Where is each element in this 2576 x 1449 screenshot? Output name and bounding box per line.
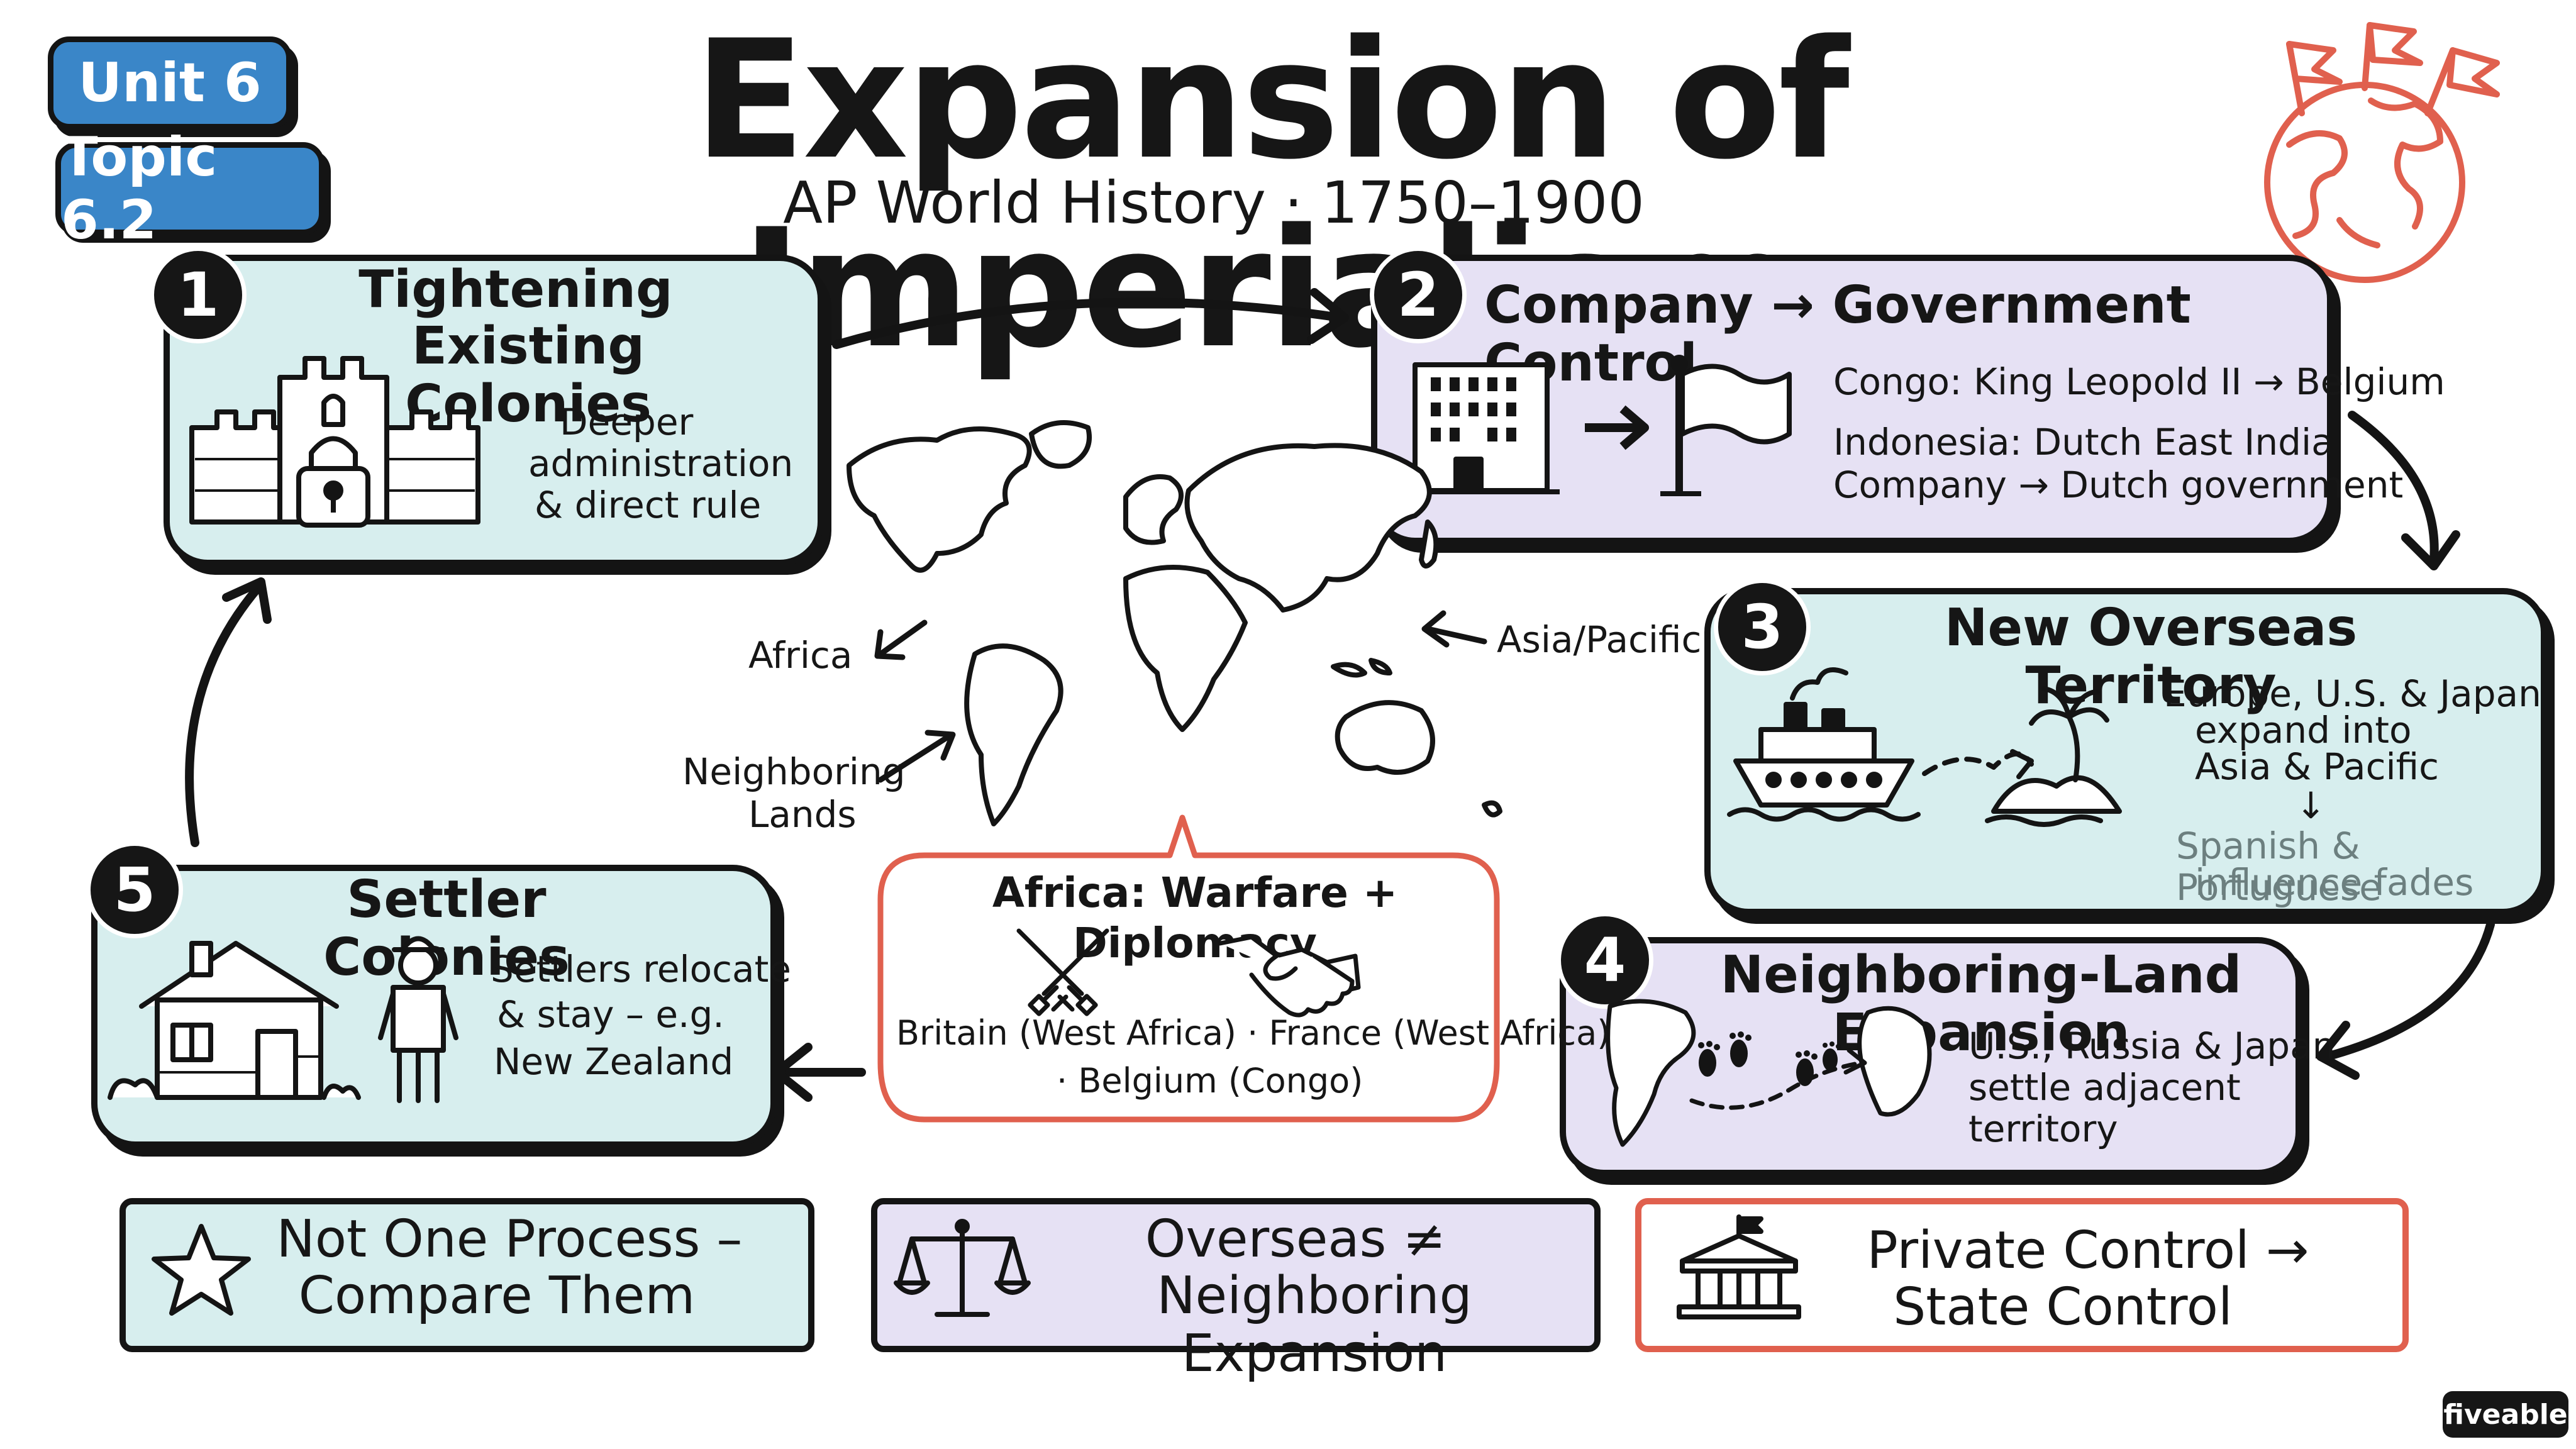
world-map	[847, 420, 1502, 826]
globe-flags-icon	[2264, 22, 2500, 283]
bottom-box-private-state	[1635, 1198, 2409, 1352]
bottom-box-compare-line2: Compare Them	[298, 1266, 696, 1326]
africa-box-line2: · Belgium (Congo)	[1057, 1061, 1363, 1101]
card-5-line1: Settlers relocate	[491, 948, 791, 991]
africa-speech-bubble	[877, 814, 1500, 1123]
unit-badge: Unit 6	[48, 36, 292, 130]
map-label-neighboring-line2: Lands	[748, 793, 857, 836]
star-icon	[152, 1224, 251, 1316]
map-label-asia-pacific: Asia/Pacific	[1497, 618, 1702, 661]
balance-scale-icon	[894, 1219, 1031, 1317]
card-4-line2: settle adjacent	[1968, 1066, 2241, 1109]
bottom-box-overseas-line2: Neighboring Expansion	[1157, 1266, 1472, 1384]
map-label-africa: Africa	[748, 634, 853, 677]
building-to-flag-icon	[1402, 355, 1792, 496]
house-settler-icon	[108, 936, 458, 1103]
card-5-line2: & stay – e.g.	[497, 993, 724, 1036]
card-5-line3: New Zealand	[494, 1040, 734, 1083]
crossed-swords-icon	[1016, 928, 1109, 1016]
page-subtitle: AP World History · 1750–1900	[783, 169, 1645, 236]
arrow-5-to-1	[185, 584, 262, 847]
card-1-text-line1: Deeper	[560, 401, 694, 443]
bottom-box-overseas	[871, 1198, 1601, 1352]
card-5-title: Settler Colonies	[323, 870, 570, 987]
arrow-1-to-2	[832, 297, 1344, 349]
arrow-2-to-3	[2348, 411, 2439, 564]
map-label-neighboring-line1: Neighboring	[682, 750, 906, 793]
card-3-faded-line1: Spanish & Portuguese	[2176, 824, 2382, 909]
card-1-text-line3: & direct rule	[535, 484, 762, 526]
bottom-box-private-line2: State Control	[1893, 1277, 2233, 1337]
card-2-line2: Indonesia: Dutch East India	[1833, 421, 2334, 464]
step-badge-2: 2	[1370, 247, 1467, 343]
topic-badge: Topic 6.2	[55, 126, 325, 252]
topic-label: Topic 6.2	[61, 126, 218, 252]
card-3-faded-line2: influence fades	[2195, 861, 2474, 904]
unit-label: Unit 6	[78, 52, 262, 114]
bottom-box-compare-line1: Not One Process –	[276, 1209, 743, 1269]
africa-box-title: Africa: Warfare + Diplomacy	[992, 869, 1398, 967]
handshake-icon	[1218, 935, 1361, 1018]
bottom-box-compare	[119, 1198, 814, 1352]
card-1-title-line1: Tightening	[358, 260, 673, 319]
card-4-line3: territory	[1968, 1108, 2118, 1150]
card-2-line1: Congo: King Leopold II → Belgium	[1833, 360, 2445, 403]
card-4-line1: U.S., Russia & Japan	[1968, 1024, 2336, 1067]
card-3-down-arrow: ↓	[2296, 784, 2326, 827]
fortress-lock-icon	[189, 356, 480, 528]
step-badge-1: 1	[150, 247, 247, 343]
card-1-text-line2: administration	[528, 442, 794, 485]
africa-box-line1: Britain (West Africa) · France (West Afr…	[896, 1013, 1611, 1053]
card-3-line1: Europe, U.S. & Japan	[2163, 672, 2541, 715]
bottom-box-overseas-line1: Overseas ≠	[1145, 1209, 1446, 1269]
card-3-line3: Asia & Pacific	[2195, 745, 2439, 788]
card-1-title-line2: Existing Colonies	[405, 316, 652, 434]
bottom-box-private-line1: Private Control →	[1867, 1221, 2309, 1280]
card-2-line3: Company → Dutch government	[1833, 464, 2404, 506]
card-company-government	[1371, 255, 2333, 544]
step-badge-5: 5	[86, 841, 183, 938]
card-3-line2: expand into	[2195, 709, 2412, 752]
footsteps-map-icon	[1606, 999, 1932, 1147]
ship-island-icon	[1727, 667, 2122, 827]
step-badge-3: 3	[1714, 579, 1811, 675]
card-2-title: Company → Government Control	[1484, 275, 2191, 393]
arrow-3-to-4	[2323, 920, 2495, 1061]
government-building-icon	[1677, 1214, 1801, 1319]
card-4-title: Neighboring-Land Expansion	[1720, 945, 2242, 1063]
step-badge-4: 4	[1557, 912, 1653, 1009]
fiveable-logo: fiveable	[2443, 1391, 2568, 1438]
